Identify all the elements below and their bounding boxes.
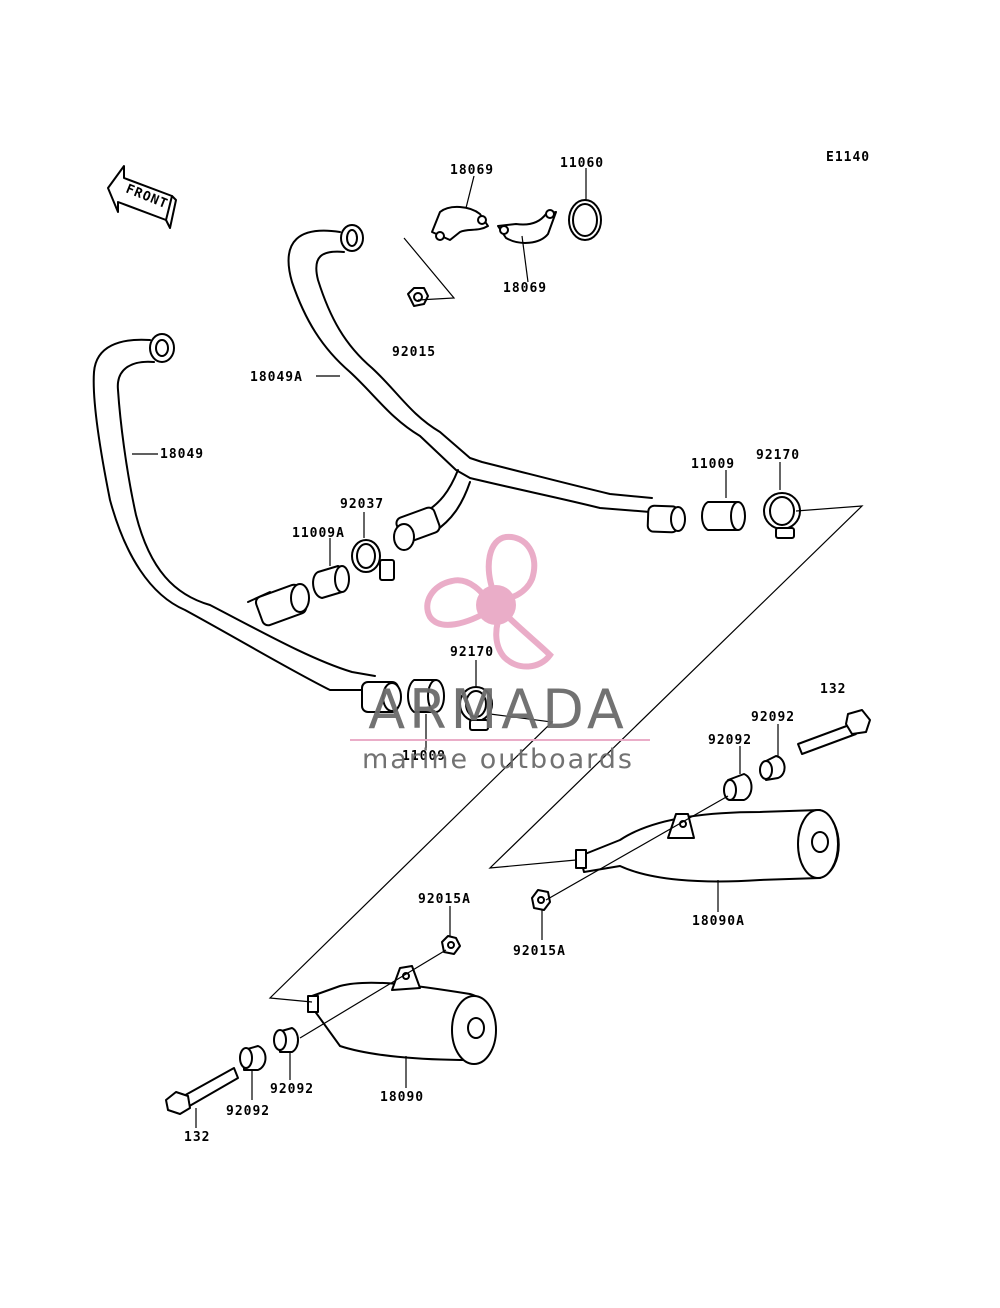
label-18069-bottom: 18069: [503, 281, 547, 296]
propeller-logo-icon: [424, 533, 554, 670]
label-18049: 18049: [160, 447, 204, 462]
muffler-18090a: [575, 809, 840, 883]
collar-92092-right-b: [723, 773, 753, 801]
label-92092-left-b: 92092: [270, 1082, 314, 1097]
label-18069-top: 18069: [450, 163, 494, 178]
flange-18069-bottom: [497, 209, 557, 244]
label-18090: 18090: [380, 1090, 424, 1105]
label-92092-right-b: 92092: [708, 733, 752, 748]
watermark: ARMADA marine outboards: [350, 533, 650, 775]
nut-92015a-right: [531, 889, 551, 911]
bolt-132-right: [797, 709, 871, 755]
leader-lines: [132, 168, 864, 1128]
collar-92092-left-b: [273, 1027, 299, 1053]
label-132-right: 132: [820, 682, 846, 697]
leader-92015: [403, 237, 456, 301]
gasket-11060: [568, 199, 602, 241]
exhaust-pipe-18049a: [287, 224, 686, 551]
collar-92092-right-a: [759, 755, 786, 781]
nut-92015: [407, 287, 429, 307]
bolt-132-left: [165, 1067, 239, 1115]
watermark-tagline: marine outboards: [362, 744, 634, 775]
label-132-left: 132: [184, 1130, 210, 1145]
exhaust-pipe-18049: [92, 333, 402, 713]
clamp-92170-mid: [459, 686, 493, 731]
collar-92092-left-a: [239, 1045, 267, 1071]
label-92015a-right: 92015A: [513, 944, 566, 959]
label-18049a: 18049A: [250, 370, 303, 385]
label-18090a: 18090A: [692, 914, 745, 929]
front-arrow-icon: FRONT: [107, 165, 177, 229]
watermark-brand: ARMADA: [368, 678, 628, 741]
label-92170-right: 92170: [756, 448, 800, 463]
label-11009-mid: 11009: [402, 749, 446, 764]
muffler-18090: [307, 965, 497, 1065]
clamp-92037: [351, 539, 395, 581]
connector-pipe-11009-mid: [407, 679, 445, 713]
label-92092-right-a: 92092: [751, 710, 795, 725]
label-92170-mid: 92170: [450, 645, 494, 660]
label-11009a: 11009A: [292, 526, 345, 541]
label-11060: 11060: [560, 156, 604, 171]
label-92092-left-a: 92092: [226, 1104, 270, 1119]
flange-18069-top: [431, 206, 489, 241]
diagram-code: E1140: [826, 150, 870, 165]
clamp-92170-right: [763, 492, 801, 539]
connector-pipe-11009-right: [701, 501, 746, 531]
label-11009-right: 11009: [691, 457, 735, 472]
label-92037: 92037: [340, 497, 384, 512]
nut-92015a-left: [441, 935, 461, 955]
connector-pipe-11009a: [312, 565, 350, 599]
label-92015a-left: 92015A: [418, 892, 471, 907]
label-92015: 92015: [392, 345, 436, 360]
